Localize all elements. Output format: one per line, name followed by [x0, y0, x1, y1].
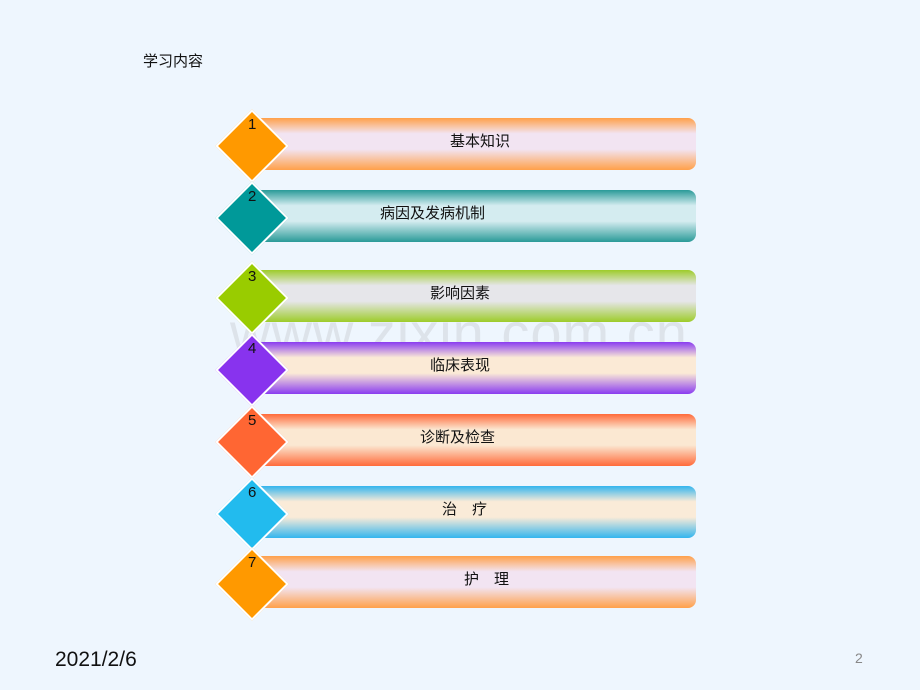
item-number: 6 — [248, 484, 257, 501]
item-number: 4 — [248, 340, 257, 357]
list-item[interactable]: 临床表现 4 — [215, 333, 696, 407]
item-number: 5 — [248, 412, 257, 429]
page-number: 2 — [855, 650, 863, 666]
list-item[interactable]: 影响因素 3 — [215, 261, 696, 335]
list-item[interactable]: 诊断及检查 5 — [215, 405, 696, 479]
item-number: 3 — [248, 268, 257, 285]
item-bar: 诊断及检查 — [250, 414, 696, 466]
item-label: 临床表现 — [430, 356, 491, 374]
list-item[interactable]: 基本知识 1 — [215, 109, 696, 183]
item-bar: 治 疗 — [250, 486, 696, 538]
slide-date: 2021/2/6 — [55, 648, 137, 671]
item-label: 治 疗 — [442, 500, 488, 518]
item-number: 2 — [248, 188, 257, 205]
list-item[interactable]: 病因及发病机制 2 — [215, 181, 696, 255]
item-bar: 临床表现 — [250, 342, 696, 394]
item-label: 护 理 — [464, 570, 510, 588]
item-bar: 基本知识 — [250, 118, 696, 170]
item-bar: 病因及发病机制 — [250, 190, 696, 242]
item-number: 1 — [248, 116, 257, 133]
list-item[interactable]: 治 疗 6 — [215, 477, 696, 551]
item-bar: 影响因素 — [250, 270, 696, 322]
item-bar: 护 理 — [250, 556, 696, 608]
item-label: 影响因素 — [430, 284, 491, 302]
list-item[interactable]: 护 理 7 — [215, 547, 696, 621]
item-label: 基本知识 — [450, 132, 511, 150]
slide-title: 学习内容 — [143, 52, 204, 70]
item-label: 病因及发病机制 — [380, 204, 486, 222]
item-number: 7 — [248, 554, 257, 571]
item-label: 诊断及检查 — [420, 428, 496, 446]
